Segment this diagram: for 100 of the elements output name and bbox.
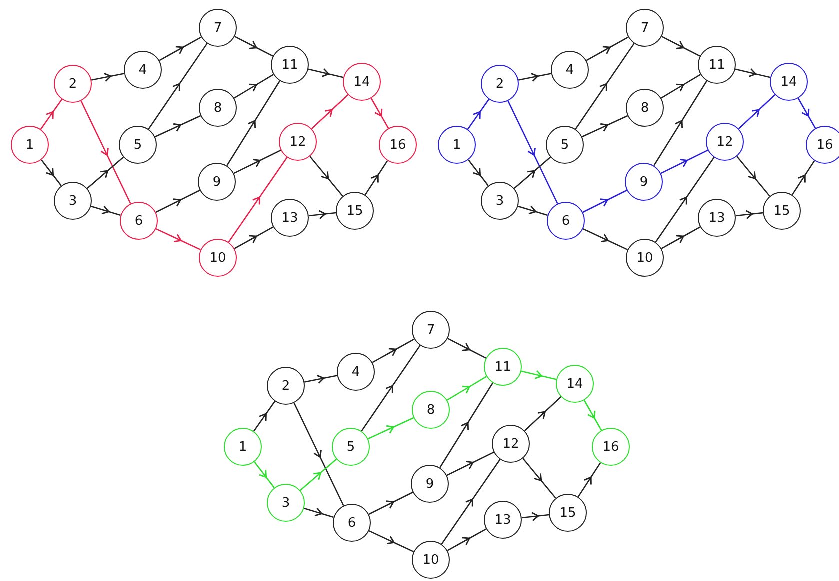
node-circle: 7 (412, 311, 450, 349)
arrow (660, 150, 708, 174)
node-circle: 16 (592, 428, 630, 466)
arrow (156, 190, 200, 214)
node-circle: 11 (271, 46, 309, 84)
node-circle: 15 (763, 192, 801, 230)
node-circle: 2 (481, 65, 519, 103)
arrow (294, 402, 344, 506)
node-circle: 4 (124, 51, 162, 89)
node-circle: 7 (626, 9, 664, 47)
node-circle: 9 (198, 163, 236, 201)
arrow (447, 528, 487, 552)
node-circle: 4 (337, 353, 375, 391)
arrow (736, 210, 764, 220)
arrow (364, 160, 388, 196)
arrow (372, 338, 415, 364)
arrow (582, 190, 628, 214)
arrow (735, 68, 771, 78)
arrow (662, 36, 700, 57)
arrow (518, 72, 552, 82)
arrow (234, 74, 274, 99)
node-circle: 6 (333, 504, 371, 542)
arrow (368, 530, 414, 553)
arrow (148, 43, 208, 130)
arrow (304, 508, 334, 518)
arrow (508, 100, 558, 204)
node-circle: 11 (698, 46, 736, 84)
node-circle: 15 (336, 192, 374, 230)
arrow (798, 98, 816, 129)
arrow (736, 156, 770, 197)
arrow (226, 80, 280, 166)
arrow (159, 36, 202, 62)
arrow (654, 80, 708, 166)
arrow (234, 226, 274, 250)
node-circle: 14 (556, 365, 594, 403)
arrow (370, 98, 390, 129)
node-circle: 8 (199, 89, 237, 127)
node-circle: 5 (332, 428, 370, 466)
node-circle: 14 (770, 63, 808, 101)
arrow (584, 400, 602, 431)
node-circle: 12 (492, 425, 530, 463)
node-circle: 1 (438, 126, 476, 164)
arrow (40, 99, 63, 130)
arrow (738, 94, 776, 130)
arrow (308, 68, 344, 78)
node-circle: 8 (626, 89, 664, 127)
arrow (524, 396, 562, 432)
node-circle: 11 (484, 348, 522, 386)
node-circle: 10 (199, 239, 237, 277)
arrow (522, 512, 550, 522)
node-circle: 10 (412, 541, 450, 579)
arrow (86, 156, 124, 190)
arrow (234, 36, 274, 57)
arrow (467, 99, 490, 130)
arrow (521, 370, 557, 380)
arrow (441, 459, 501, 545)
node-circle: 9 (411, 465, 449, 503)
node-circle: 2 (54, 65, 92, 103)
node-circle: 4 (551, 51, 589, 89)
arrow (91, 206, 121, 216)
node-circle: 9 (625, 163, 663, 201)
arrow (792, 160, 816, 196)
node-circle: 7 (199, 9, 237, 47)
node-circle: 10 (626, 239, 664, 277)
arrow (368, 492, 414, 516)
node-circle: 6 (120, 202, 158, 240)
node-circle: 5 (119, 126, 157, 164)
arrow (234, 150, 282, 174)
arrow (655, 157, 715, 243)
arrow (254, 462, 275, 488)
arrow (448, 338, 486, 359)
node-circle: 15 (549, 494, 587, 532)
node-circle: 12 (706, 123, 744, 161)
arrow (661, 226, 701, 250)
arrow (80, 100, 132, 204)
node-circle: 1 (224, 428, 262, 466)
arrow (446, 376, 488, 401)
arrow (154, 115, 202, 138)
arrow (518, 206, 548, 216)
arrow (304, 374, 338, 384)
arrow (660, 74, 702, 99)
arrow (468, 160, 489, 186)
node-circle: 8 (412, 391, 450, 429)
arrow (575, 43, 635, 130)
node-circle: 16 (806, 126, 839, 164)
arrow (228, 157, 288, 243)
arrow (522, 458, 556, 499)
node-circle: 13 (484, 501, 522, 539)
arrow (582, 228, 628, 251)
node-circle: 3 (54, 182, 92, 220)
arrow (253, 401, 276, 432)
node-circle: 16 (379, 126, 417, 164)
node-circle: 13 (698, 199, 736, 237)
arrow (582, 115, 628, 138)
node-circle: 13 (271, 199, 309, 237)
node-circle: 2 (267, 367, 305, 405)
node-circle: 3 (481, 182, 519, 220)
arrow (586, 36, 629, 62)
node-circle: 14 (343, 63, 381, 101)
node-circle: 3 (267, 484, 305, 522)
